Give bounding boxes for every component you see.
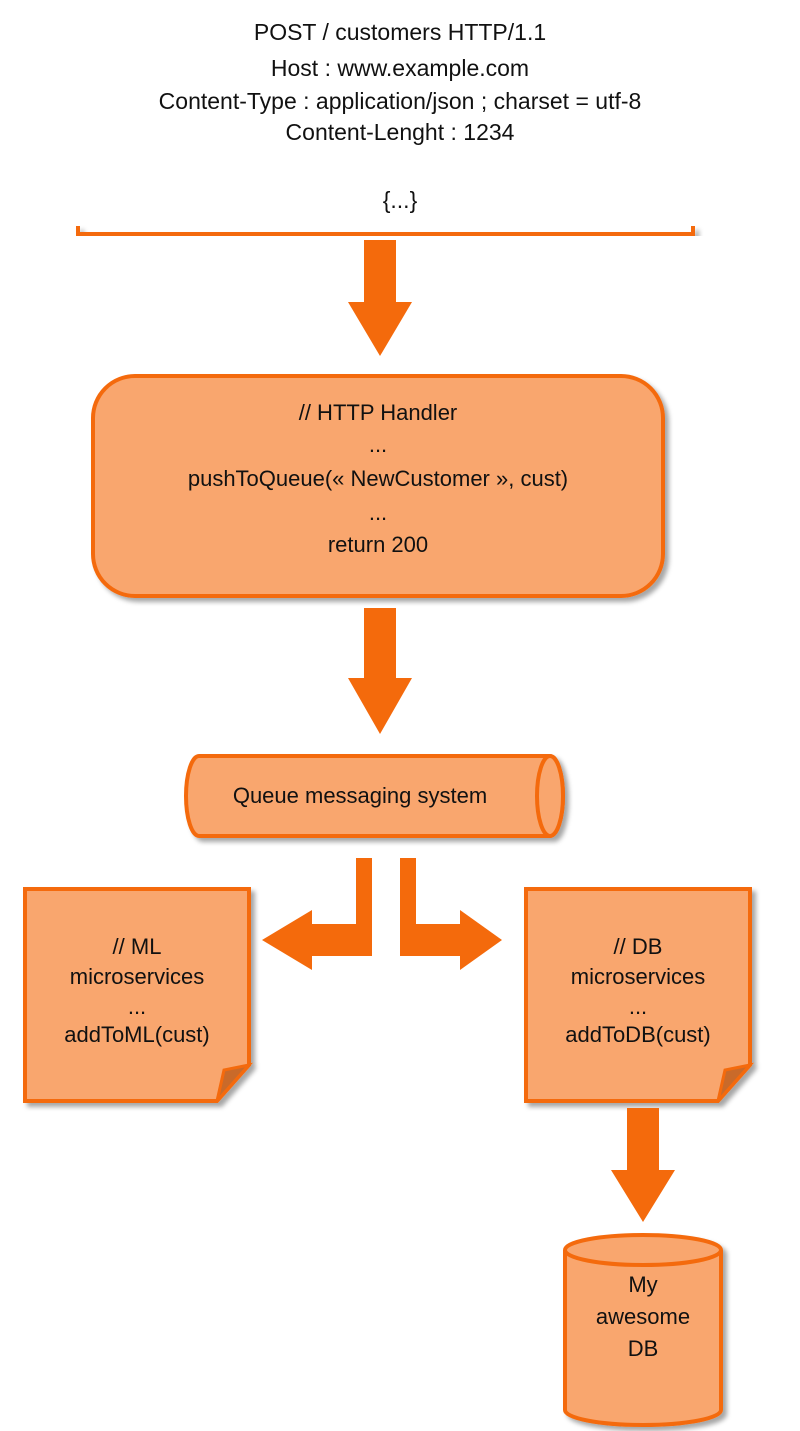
db-line-1: // DB [613, 934, 663, 959]
database-cylinder [563, 1233, 723, 1427]
db-service-note [524, 887, 755, 1103]
handler-line-3: pushToQueue(« NewCustomer », cust) [187, 466, 569, 491]
handler-line-4: ... [368, 500, 388, 525]
queue-cylinder [184, 754, 565, 838]
db-line-2: microservices [570, 964, 706, 989]
request-line-3: Content-Type : application/json ; charse… [158, 88, 642, 114]
ml-line-1: // ML [112, 934, 162, 959]
handler-line-5: return 200 [327, 532, 429, 557]
queue-label: Queue messaging system [232, 783, 488, 808]
ml-line-3: ... [127, 994, 147, 1019]
arrow-request-to-handler [348, 240, 412, 356]
arrow-queue-to-ml [262, 858, 372, 970]
arrow-queue-to-db [400, 858, 502, 970]
ml-line-2: microservices [69, 964, 205, 989]
database-line-2: awesome [595, 1304, 691, 1329]
database-line-1: My [628, 1272, 658, 1297]
database-line-3: DB [627, 1336, 659, 1361]
request-body: {...} [382, 187, 418, 213]
request-line-1: POST / customers HTTP/1.1 [253, 19, 547, 45]
ml-service-note [23, 887, 254, 1103]
http-handler-box [91, 374, 665, 598]
arrow-db-service-to-database [611, 1108, 675, 1222]
arrow-handler-to-queue [348, 608, 412, 734]
db-line-4: addToDB(cust) [565, 1022, 711, 1047]
db-line-3: ... [628, 994, 648, 1019]
ml-line-4: addToML(cust) [64, 1022, 210, 1047]
handler-line-2: ... [368, 432, 388, 457]
request-body-bracket [76, 226, 695, 236]
request-line-4: Content-Lenght : 1234 [285, 119, 515, 145]
handler-line-1: // HTTP Handler [298, 400, 458, 425]
request-line-2: Host : www.example.com [270, 55, 530, 81]
